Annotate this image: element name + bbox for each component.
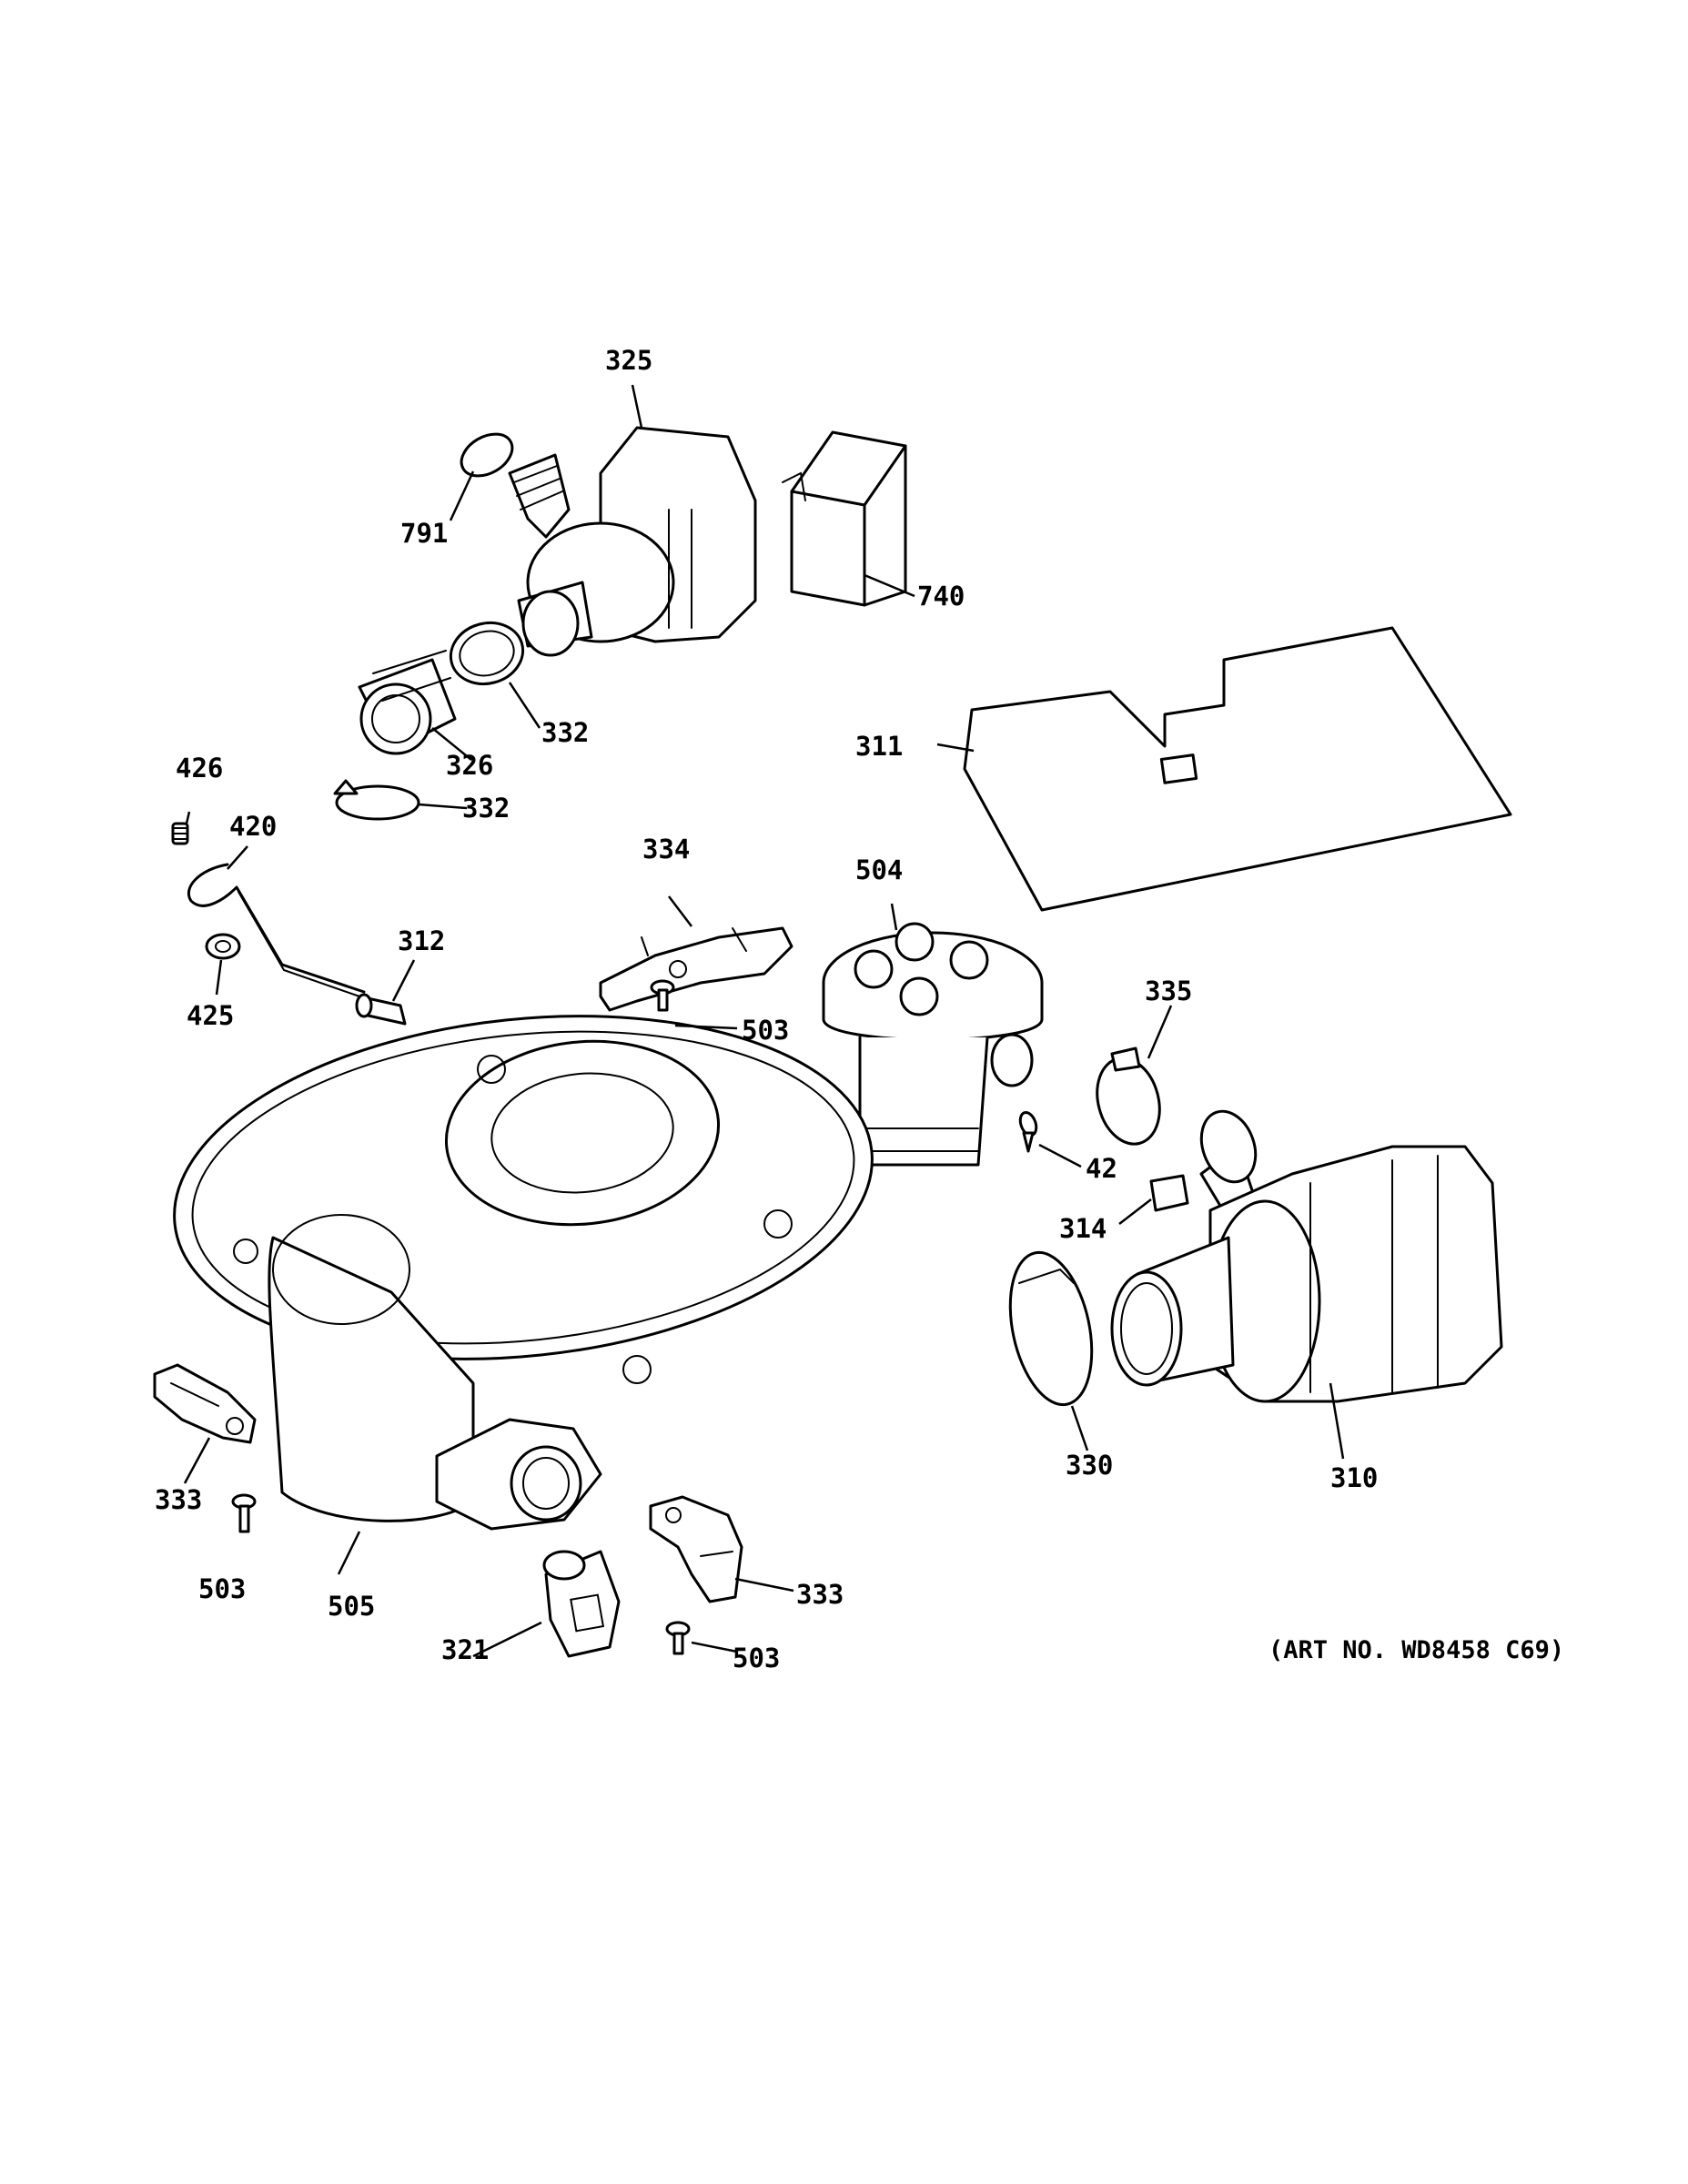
callout-333-right: 333 bbox=[796, 1579, 844, 1610]
part-325-drain-pump[interactable] bbox=[508, 426, 757, 657]
part-503-screw-bottom[interactable] bbox=[665, 1621, 691, 1655]
callout-335: 335 bbox=[1145, 976, 1192, 1006]
callout-312: 312 bbox=[398, 925, 445, 956]
callout-332-upper: 332 bbox=[541, 717, 589, 748]
part-505-sump[interactable] bbox=[157, 984, 889, 1531]
part-326-hose-connector[interactable] bbox=[358, 650, 457, 755]
callout-310: 310 bbox=[1330, 1462, 1378, 1493]
callout-503-bottom: 503 bbox=[733, 1643, 780, 1673]
callout-330: 330 bbox=[1066, 1450, 1113, 1481]
part-330-clamp[interactable] bbox=[997, 1245, 1105, 1412]
part-312-tube[interactable] bbox=[355, 993, 407, 1026]
part-310-circulation-pump[interactable] bbox=[1110, 1104, 1503, 1403]
part-42-screw[interactable] bbox=[1017, 1110, 1039, 1153]
part-321-sensor[interactable] bbox=[542, 1550, 621, 1658]
part-426-screw[interactable] bbox=[171, 822, 189, 845]
callout-740: 740 bbox=[917, 581, 965, 612]
callout-321: 321 bbox=[441, 1634, 489, 1665]
callout-326: 326 bbox=[446, 750, 493, 781]
part-420-rod[interactable] bbox=[187, 863, 366, 998]
callout-42: 42 bbox=[1086, 1153, 1117, 1184]
callout-504: 504 bbox=[855, 854, 903, 885]
callout-332-lower: 332 bbox=[462, 793, 510, 824]
leader-lines bbox=[183, 384, 1345, 1658]
part-503-screw-left[interactable] bbox=[231, 1493, 257, 1533]
callout-333-left: 333 bbox=[155, 1484, 202, 1515]
part-740-cover[interactable] bbox=[782, 430, 907, 607]
callout-314: 314 bbox=[1059, 1213, 1107, 1244]
part-311-insulation-pad[interactable] bbox=[963, 626, 1512, 912]
part-314-pad[interactable] bbox=[1149, 1174, 1189, 1212]
part-791-clamp[interactable] bbox=[454, 426, 520, 485]
part-332-clamp-upper[interactable] bbox=[444, 615, 530, 692]
callout-505: 505 bbox=[328, 1591, 375, 1622]
callout-426: 426 bbox=[176, 753, 223, 784]
callout-labels: 325 791 740 332 326 332 311 426 420 425 … bbox=[155, 345, 1378, 1673]
callout-334: 334 bbox=[642, 834, 690, 864]
part-503-screw-upper[interactable] bbox=[650, 979, 675, 1012]
callout-425: 425 bbox=[187, 1000, 234, 1031]
part-332-clamp-lower[interactable] bbox=[333, 779, 420, 821]
part-333-bracket-right[interactable] bbox=[649, 1495, 743, 1603]
callout-503-upper: 503 bbox=[742, 1015, 789, 1046]
part-425-grommet[interactable] bbox=[205, 933, 241, 960]
callout-791: 791 bbox=[400, 518, 448, 549]
callout-311: 311 bbox=[855, 731, 903, 762]
part-334-bracket[interactable] bbox=[599, 926, 793, 1012]
art-number-label: (ART NO. WD8458 C69) bbox=[1269, 1636, 1565, 1664]
part-504-diverter[interactable] bbox=[822, 922, 1044, 1167]
callout-325: 325 bbox=[605, 345, 652, 376]
part-333-bracket-left[interactable] bbox=[153, 1363, 257, 1444]
callout-420: 420 bbox=[229, 811, 277, 842]
part-335-clamp[interactable] bbox=[1088, 1046, 1169, 1151]
callout-503-left: 503 bbox=[198, 1573, 246, 1604]
